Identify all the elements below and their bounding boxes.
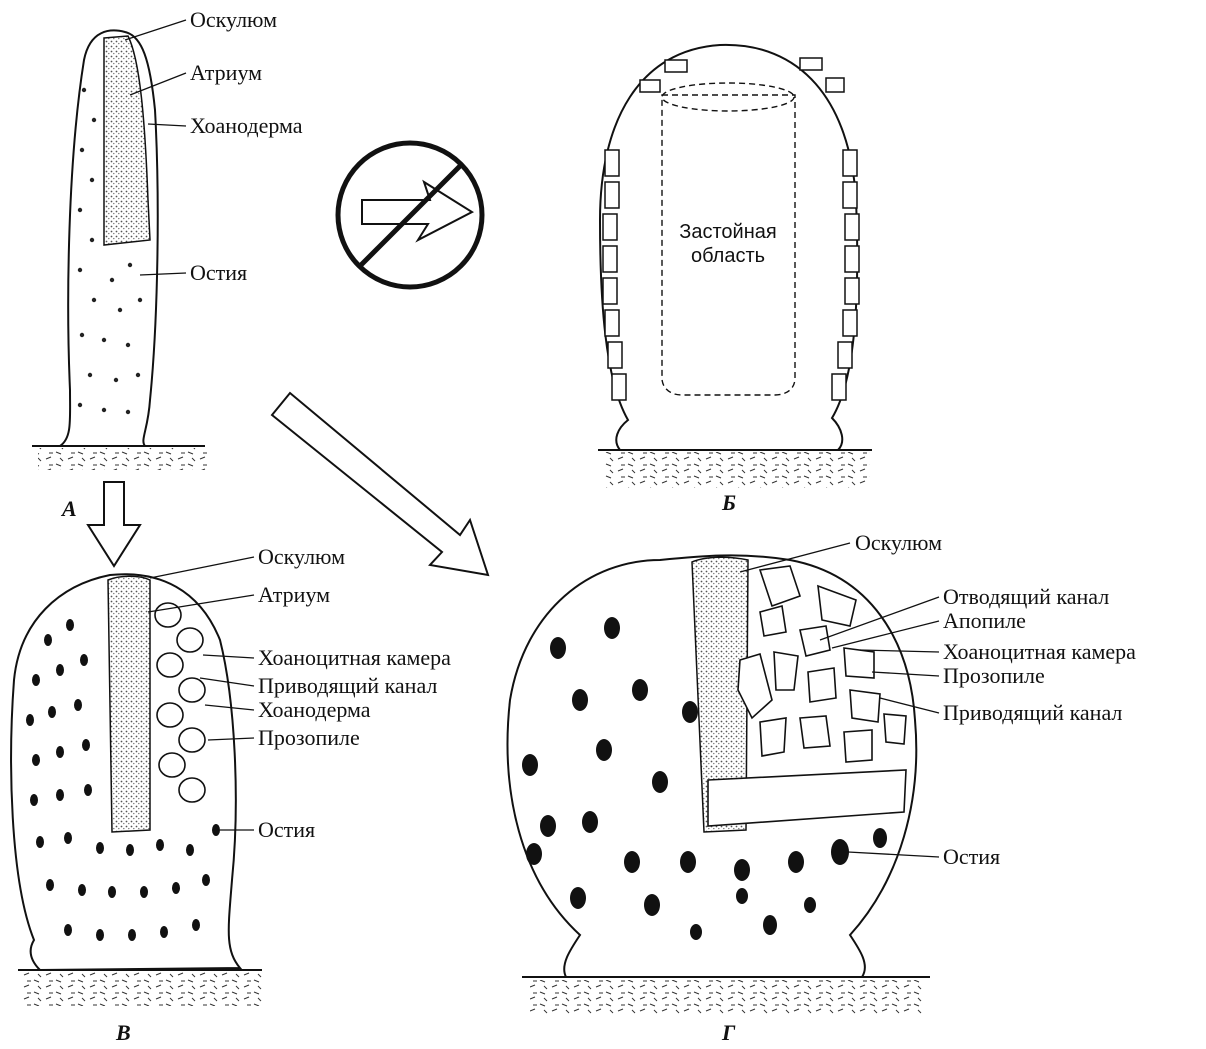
label-v-choanocyte-chamber: Хоаноцитная камера bbox=[258, 645, 451, 670]
stagnant-label-line2: область bbox=[691, 245, 765, 267]
leader-v-prosopyle bbox=[208, 738, 254, 740]
label-g-choanocyte-chamber: Хоаноцитная камера bbox=[943, 639, 1136, 664]
label-v-choanoderm: Хоанодерма bbox=[258, 697, 371, 722]
caption-b: Б bbox=[721, 490, 736, 515]
label-g-osculum: Оскулюм bbox=[855, 530, 942, 555]
caption-a: А bbox=[60, 496, 77, 521]
panel-g-leuconoid: Оскулюм Отводящий канал Апопиле Хоаноцит… bbox=[508, 530, 1137, 1045]
ground-b bbox=[605, 452, 870, 488]
label-g-prosopyle: Прозопиле bbox=[943, 663, 1045, 688]
no-flow-icon bbox=[338, 143, 482, 287]
leader-g-prosopyle bbox=[872, 672, 939, 676]
label-v-atrium: Атриум bbox=[258, 582, 330, 607]
ground-g bbox=[530, 980, 925, 1014]
ground-a bbox=[38, 448, 208, 470]
atrium-cut-a bbox=[104, 36, 150, 245]
label-g-apopyle: Апопиле bbox=[943, 608, 1026, 633]
leader-a-osculum bbox=[125, 20, 186, 40]
arrow-a-to-v bbox=[88, 482, 140, 566]
label-a-osculum: Оскулюм bbox=[190, 7, 277, 32]
label-v-incurrent-canal: Приводящий канал bbox=[258, 673, 437, 698]
leader-v-choanocyte-chamber bbox=[203, 655, 254, 658]
label-v-osculum: Оскулюм bbox=[258, 544, 345, 569]
caption-g: Г bbox=[721, 1020, 736, 1045]
stagnant-label-line1: Застойная bbox=[679, 221, 776, 243]
leader-g-incurrent-canal bbox=[880, 698, 939, 713]
leader-a-ostia bbox=[140, 273, 186, 275]
choanocyte-chambers-v bbox=[155, 603, 205, 802]
label-v-prosopyle: Прозопиле bbox=[258, 725, 360, 750]
atrium-cut-v bbox=[108, 576, 150, 832]
ground-v bbox=[22, 972, 262, 1006]
label-v-ostia: Остия bbox=[258, 817, 315, 842]
panel-b-stagnant-chamber: Застойная область Б bbox=[598, 45, 872, 515]
leader-a-choanoderm bbox=[148, 124, 186, 126]
label-a-ostia: Остия bbox=[190, 260, 247, 285]
caption-v: В bbox=[115, 1020, 131, 1045]
panel-a-asconoid: Оскулюм Атриум Хоанодерма Остия А bbox=[32, 7, 303, 521]
label-g-excurrent-canal: Отводящий канал bbox=[943, 584, 1109, 609]
label-a-atrium: Атриум bbox=[190, 60, 262, 85]
leader-g-osculum bbox=[740, 543, 850, 572]
panel-v-syconoid: Оскулюм Атриум Хоаноцитная камера Привод… bbox=[11, 544, 451, 1045]
label-g-incurrent-canal: Приводящий канал bbox=[943, 700, 1122, 725]
leader-v-choanoderm bbox=[205, 705, 254, 710]
label-a-choanoderm: Хоанодерма bbox=[190, 113, 303, 138]
leader-v-osculum bbox=[150, 557, 254, 578]
leader-g-ostia bbox=[848, 852, 939, 857]
label-g-ostia: Остия bbox=[943, 844, 1000, 869]
